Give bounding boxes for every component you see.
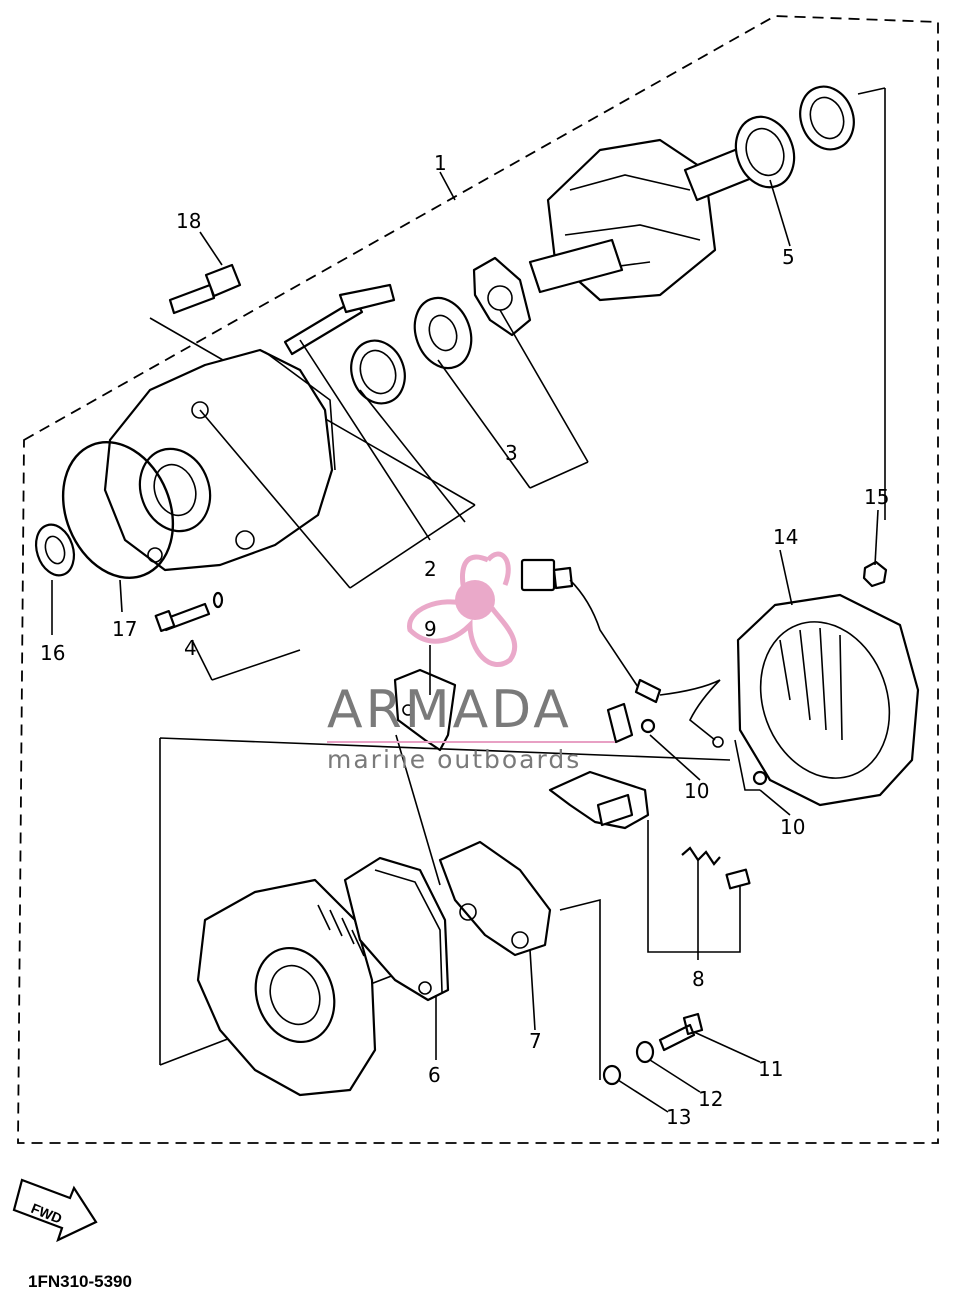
callout-12: 12: [698, 1087, 723, 1111]
spacer-ring-inner: [359, 349, 397, 395]
nut-15: [862, 560, 888, 588]
callout-9: 9: [424, 617, 437, 641]
connector-harness: [520, 558, 724, 748]
oil-seal-16: [34, 523, 76, 577]
rotor-assembly: [528, 85, 855, 302]
armada-watermark: ARMADA marine outboards: [327, 551, 615, 774]
callout-5: 5: [782, 245, 795, 269]
callout-18: 18: [176, 209, 201, 233]
callout-7: 7: [529, 1029, 542, 1053]
callout-1: 1: [434, 151, 447, 175]
washer-12: [635, 1040, 655, 1064]
assembly-boundary: [17, 15, 939, 1144]
propeller-logo-icon: [407, 551, 518, 667]
retainer-plate: [472, 256, 532, 337]
callout-13: 13: [666, 1105, 691, 1129]
washer-13: [602, 1064, 622, 1086]
rear-cover-14: [736, 593, 920, 807]
brush: [725, 868, 751, 890]
screw-10-lower: [752, 770, 768, 786]
screw-10-upper: [606, 702, 656, 744]
o-ring-17: [61, 441, 175, 579]
bearing-3: [413, 296, 473, 370]
rectifier-7: [438, 840, 552, 957]
watermark-brand: ARMADA: [327, 680, 572, 740]
part-code: 1FN310-5390: [28, 1272, 132, 1291]
callout-8: 8: [692, 967, 705, 991]
watermark-tagline: marine outboards: [327, 745, 581, 774]
brush-holder: [548, 770, 650, 830]
stator-6: [343, 856, 450, 1002]
spacer-ring: [350, 339, 406, 405]
bolt-18: [168, 263, 242, 315]
brush-spring: [681, 846, 721, 866]
callout-17: 17: [112, 617, 137, 641]
stud-2: [283, 283, 396, 356]
callout-16: 16: [40, 641, 65, 665]
regulator-9: [393, 668, 457, 752]
fwd-arrow-icon: FWD: [12, 1178, 98, 1243]
leader-lines: [51, 171, 879, 1113]
callout-3: 3: [505, 441, 518, 465]
callout-10-lower: 10: [780, 815, 805, 839]
front-housing: [103, 348, 336, 572]
screw-4: [154, 591, 224, 633]
screw-11: [658, 1012, 704, 1052]
callout-10-upper: 10: [684, 779, 709, 803]
callout-11: 11: [758, 1057, 783, 1081]
callout-15: 15: [864, 485, 889, 509]
rear-housing: [196, 878, 377, 1097]
callout-6: 6: [428, 1063, 441, 1087]
callout-4: 4: [184, 636, 197, 660]
callout-14: 14: [773, 525, 798, 549]
callout-2: 2: [424, 557, 437, 581]
